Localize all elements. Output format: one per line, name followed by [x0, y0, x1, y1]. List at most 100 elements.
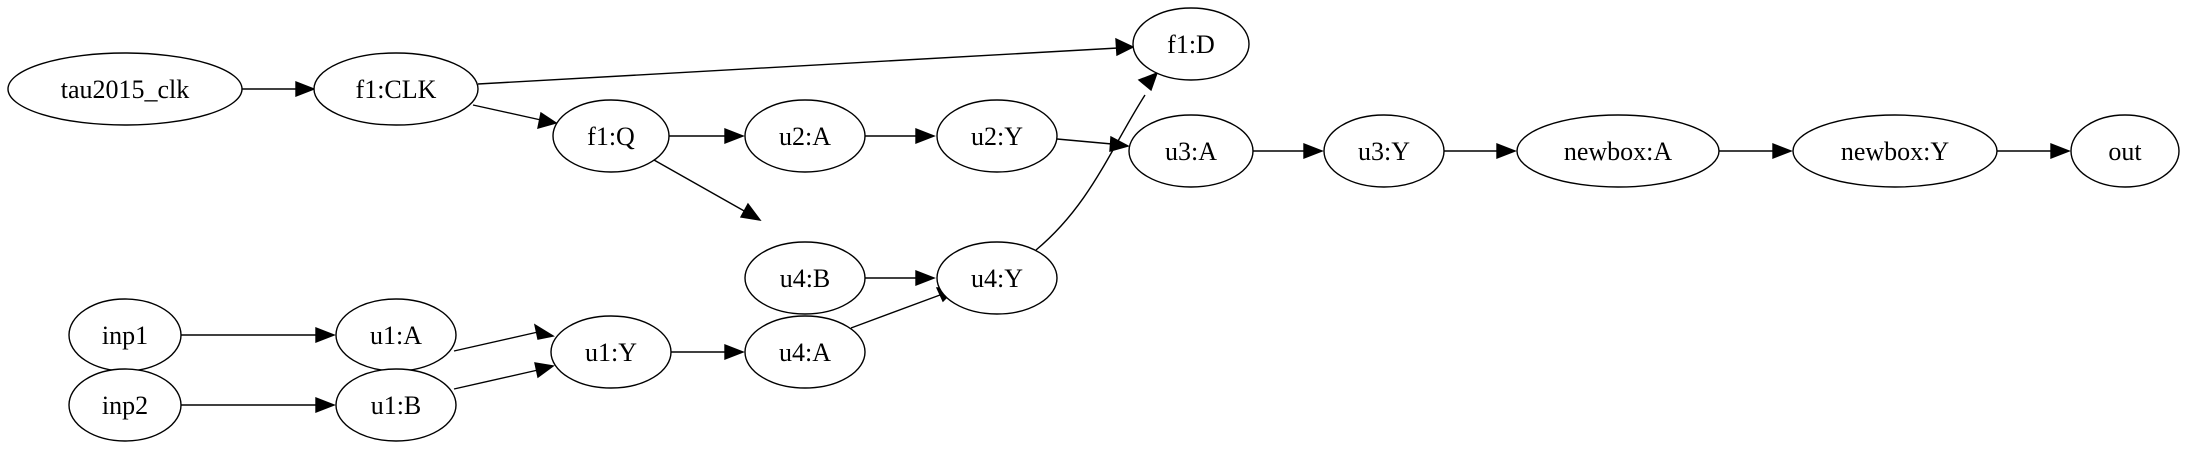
node-ellipse — [68, 368, 182, 442]
node-ellipse — [335, 368, 457, 442]
node-u4_A: u4:A — [744, 315, 866, 389]
edge-line — [453, 369, 539, 390]
edge-u1_B-to-u1_Y — [453, 362, 555, 390]
arrowhead-icon — [739, 202, 762, 221]
node-ellipse — [2070, 114, 2180, 188]
arrowhead-icon — [1772, 142, 1793, 160]
node-ellipse — [550, 315, 672, 389]
node-out: out — [2070, 114, 2180, 188]
arrowhead-icon — [1137, 71, 1159, 92]
node-label: inp2 — [102, 391, 148, 420]
edge-inp2-to-u1_B — [181, 396, 336, 414]
node-ellipse — [7, 52, 243, 126]
node-ellipse — [744, 241, 866, 315]
node-label: u4:Y — [971, 264, 1023, 293]
node-u4_Y: u4:Y — [936, 241, 1058, 315]
node-label: u3:A — [1165, 137, 1217, 166]
edge-line — [850, 294, 941, 329]
edge-u2_A-to-u2_Y — [865, 127, 936, 145]
node-label: tau2015_clk — [61, 75, 190, 104]
arrowhead-icon — [1303, 142, 1324, 160]
edge-line — [1056, 138, 1113, 145]
edge-u3_A-to-u3_Y — [1253, 142, 1324, 160]
edge-line — [472, 104, 542, 121]
node-ellipse — [936, 99, 1058, 173]
arrowhead-icon — [724, 127, 745, 145]
arrowhead-icon — [533, 323, 555, 340]
arrowhead-icon — [1496, 142, 1517, 160]
edge-f1_Q-to-u2_A — [669, 127, 745, 145]
node-label: newbox:A — [1564, 137, 1673, 166]
node-inp1: inp1 — [68, 298, 182, 372]
node-ellipse — [1792, 114, 1998, 188]
node-ellipse — [936, 241, 1058, 315]
edge-inp1-to-u1_A — [181, 326, 336, 344]
edge-line — [653, 159, 747, 213]
arrowhead-icon — [2050, 142, 2071, 160]
arrowhead-icon — [1115, 37, 1135, 57]
node-ellipse — [1323, 114, 1445, 188]
node-ellipse — [744, 99, 866, 173]
node-u2_Y: u2:Y — [936, 99, 1058, 173]
edge-line — [453, 331, 539, 352]
node-inp2: inp2 — [68, 368, 182, 442]
node-u3_Y: u3:Y — [1323, 114, 1445, 188]
node-ellipse — [744, 315, 866, 389]
arrowhead-icon — [315, 396, 336, 414]
node-label: out — [2108, 137, 2142, 166]
edge-u1_Y-to-u4_A — [671, 343, 745, 361]
edge-u4_A-to-u4_Y — [850, 287, 958, 329]
node-ellipse — [552, 99, 670, 173]
edge-u4_B-to-u4_Y — [865, 269, 936, 287]
edges-layer — [181, 37, 2071, 414]
arrowhead-icon — [915, 269, 936, 287]
node-label: f1:Q — [587, 122, 635, 151]
node-label: u4:A — [779, 338, 831, 367]
node-ellipse — [313, 52, 479, 126]
edge-u1_A-to-u1_Y — [453, 323, 555, 352]
edge-line — [477, 47, 1119, 85]
edge-f1_Q-to-u4_B — [653, 159, 762, 221]
node-f1_D: f1:D — [1132, 7, 1250, 81]
node-ellipse — [1132, 7, 1250, 81]
edge-newbox_Y-to-out — [1997, 142, 2071, 160]
edge-tau2015_clk-to-f1_CLK — [242, 80, 316, 98]
node-label: u3:Y — [1358, 137, 1410, 166]
nodes-layer: tau2015_clk f1:CLK f1:D f1:Q u2:A u2:Y u3:A u3:… — [7, 7, 2180, 442]
node-u1_B: u1:B — [335, 368, 457, 442]
node-f1_CLK: f1:CLK — [313, 52, 479, 126]
node-label: u1:B — [371, 391, 422, 420]
edge-f1_CLK-to-f1_D — [477, 37, 1135, 85]
node-label: f1:D — [1167, 30, 1215, 59]
node-label: f1:CLK — [356, 75, 437, 104]
node-tau2015_clk: tau2015_clk — [7, 52, 243, 126]
node-label: newbox:Y — [1841, 137, 1950, 166]
node-f1_Q: f1:Q — [552, 99, 670, 173]
node-label: u2:A — [779, 122, 831, 151]
node-u2_A: u2:A — [744, 99, 866, 173]
node-ellipse — [1128, 114, 1254, 188]
arrowhead-icon — [534, 362, 555, 379]
node-label: u4:B — [780, 264, 831, 293]
edge-f1_CLK-to-f1_Q — [472, 104, 558, 129]
node-label: inp1 — [102, 321, 148, 350]
arrowhead-icon — [724, 343, 745, 361]
edge-line — [1035, 94, 1146, 251]
node-u3_A: u3:A — [1128, 114, 1254, 188]
arrowhead-icon — [295, 80, 316, 98]
node-u1_Y: u1:Y — [550, 315, 672, 389]
edge-newbox_A-to-newbox_Y — [1719, 142, 1793, 160]
arrowhead-icon — [537, 111, 558, 129]
node-ellipse — [1516, 114, 1720, 188]
node-newbox_Y: newbox:Y — [1792, 114, 1998, 188]
edge-u2_Y-to-u3_A — [1056, 135, 1130, 152]
edge-u4_Y-to-f1_D — [1035, 71, 1159, 251]
node-u1_A: u1:A — [335, 298, 457, 372]
arrowhead-icon — [915, 127, 936, 145]
arrowhead-icon — [315, 326, 336, 344]
node-label: u1:Y — [585, 338, 637, 367]
edge-u3_Y-to-newbox_A — [1444, 142, 1517, 160]
node-newbox_A: newbox:A — [1516, 114, 1720, 188]
node-label: u1:A — [370, 321, 422, 350]
